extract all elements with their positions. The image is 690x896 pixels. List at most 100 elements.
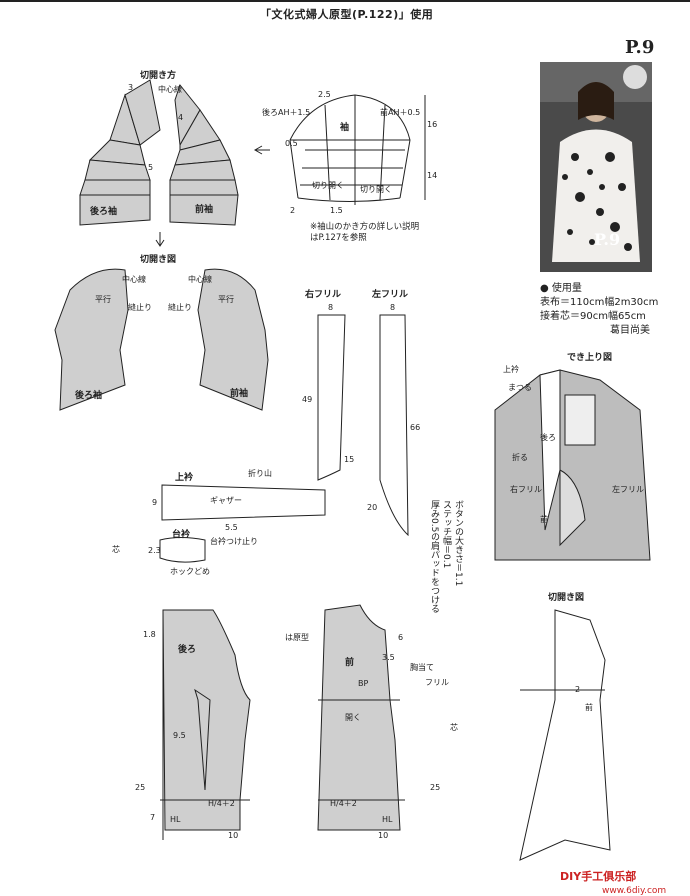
buttons-note: ボタンの大きさ＝1.1 ステッチ幅＝0.1 厚み0.5の肩パッドをつける xyxy=(429,500,463,614)
sleeve-note: ※袖山のかき方の詳しい説明はP.127を参照 xyxy=(310,222,420,243)
hl-label: HL xyxy=(170,815,181,824)
m7-label: 7 xyxy=(150,813,155,822)
finished-garment xyxy=(494,369,651,561)
hl-label2: HL xyxy=(382,815,393,824)
core-label2: 芯 xyxy=(112,544,120,554)
front-label: 前 xyxy=(345,656,354,668)
back-label: 後ろ xyxy=(178,643,196,655)
materials-interfacing: 接着芯＝90cm幅65cm xyxy=(540,311,646,322)
back-sleeve-label: 後ろ袖 xyxy=(90,205,117,217)
materials-author: 葛目尚美 xyxy=(610,325,650,336)
upper-collar-title: 上衿 xyxy=(175,471,193,483)
m20-label: 20 xyxy=(367,503,377,512)
site-watermark: www.6diy.com xyxy=(602,886,666,896)
is-original-label: は原型 xyxy=(285,633,309,642)
sleeve-draft xyxy=(289,94,426,205)
fold2-label: 折る xyxy=(512,452,528,462)
left-frill-title: 左フリル xyxy=(371,288,408,300)
back-ah-label: 後ろAH＋1.5 xyxy=(262,107,310,117)
photo-label: P.9 xyxy=(594,230,621,249)
cut-diagram-title: 切開き図 xyxy=(140,254,176,265)
bullet-icon: ● xyxy=(540,283,549,294)
chest-guard-label: 胸当て xyxy=(410,662,434,672)
front3-label: 前 xyxy=(585,702,593,712)
frill-label: フリル xyxy=(425,678,449,687)
materials-heading: 使用量 xyxy=(551,283,582,294)
bp-label: BP xyxy=(358,679,368,688)
m14-label: 14 xyxy=(427,171,437,180)
h4-label: H/4＋2 xyxy=(208,799,235,808)
center-line-label2: 中心線 xyxy=(122,274,146,284)
m4-label: 4 xyxy=(178,113,183,122)
front2-label: 前 xyxy=(540,514,548,524)
header-bar xyxy=(0,0,690,28)
front-sleeve-label2: 前袖 xyxy=(230,387,248,399)
m18-label: 1.8 xyxy=(143,630,156,639)
down-arrow-icon xyxy=(155,232,165,247)
right-frill-short-label: 右フリル xyxy=(510,484,542,494)
core-label: 芯 xyxy=(450,722,458,732)
front-bodice xyxy=(317,604,405,831)
m2b-label: 2 xyxy=(575,685,580,694)
cut-diagram2-title: 切開き図 xyxy=(548,592,584,603)
gather-label: ギャザー xyxy=(210,496,242,505)
m15-label: 15 xyxy=(344,455,354,464)
m05-label: 0.5 xyxy=(285,139,298,148)
sleeve-label: 袖 xyxy=(339,121,349,133)
gather-stop-label: 縫止り xyxy=(128,302,152,312)
m16-label: 16 xyxy=(427,120,437,129)
cut-open-label2: 切り開く xyxy=(360,185,392,194)
cut-method-pieces xyxy=(79,79,239,226)
center-line-label3: 中心線 xyxy=(188,274,212,284)
back-sleeve-label2: 後ろ袖 xyxy=(75,389,102,401)
open-label: 開く xyxy=(345,713,361,722)
front-sleeve-label: 前袖 xyxy=(195,203,213,215)
h4b-label: H/4＋2 xyxy=(330,799,357,808)
back2-label: 後ろ xyxy=(540,432,556,442)
cut-diagram2-piece xyxy=(519,609,611,861)
upper-collar-piece xyxy=(161,484,326,521)
front-ah-label: 前AH＋0.5 xyxy=(380,107,420,117)
up-collar-label: 上衿 xyxy=(503,364,519,374)
right-frill-title: 右フリル xyxy=(304,288,341,300)
materials-fabric: 表布＝110cm幅2m30cm xyxy=(540,297,659,308)
gather-stop-label2: 縫止り xyxy=(168,302,192,312)
left-frill-short-label: 左フリル xyxy=(612,484,644,494)
brand-watermark: DIY手工俱乐部 xyxy=(560,869,636,883)
m8b-label: 8 xyxy=(390,303,395,312)
m2-label: 2 xyxy=(290,206,295,215)
cut-diagram-sleeves xyxy=(54,268,269,411)
m5-label: 5 xyxy=(148,163,153,172)
right-frill-piece xyxy=(317,314,346,481)
m35-label: 3.5 xyxy=(382,653,395,662)
m3-label: 3 xyxy=(128,83,133,92)
maturi-label: まつる xyxy=(508,383,532,392)
m95-label: 9.5 xyxy=(173,731,186,740)
stand-collar-title: 台衿 xyxy=(172,528,190,540)
stand-attach-label: 台衿つけ止り xyxy=(210,536,258,546)
cut-open-label: 切り開く xyxy=(312,181,344,190)
m10-label: 10 xyxy=(228,831,238,840)
m10b-label: 10 xyxy=(378,831,388,840)
hook-label: ホックどめ xyxy=(170,567,210,576)
fold-label: 折り山 xyxy=(248,468,272,478)
m9-label: 9 xyxy=(152,498,157,507)
page-number: P.9 xyxy=(625,37,655,58)
m25b-label: 25 xyxy=(135,783,145,792)
m8-label: 8 xyxy=(328,303,333,312)
cut-method-title: 切開き方 xyxy=(140,69,176,81)
m49-label: 49 xyxy=(302,395,312,404)
m23-label: 2.3 xyxy=(148,546,161,555)
m6-label: 6 xyxy=(398,633,403,642)
back-bodice xyxy=(160,609,251,840)
m25-label: 2.5 xyxy=(318,90,331,99)
m25c-label: 25 xyxy=(430,783,440,792)
m66-label: 66 xyxy=(410,423,420,432)
parallel-label: 平行 xyxy=(95,294,111,304)
m15a-label: 1.5 xyxy=(330,206,343,215)
parallel-label2: 平行 xyxy=(218,294,234,304)
stand-collar-piece xyxy=(159,537,206,563)
header-title: 「文化式婦人原型(P.122)」使用 xyxy=(260,8,434,21)
m55-label: 5.5 xyxy=(225,523,238,532)
